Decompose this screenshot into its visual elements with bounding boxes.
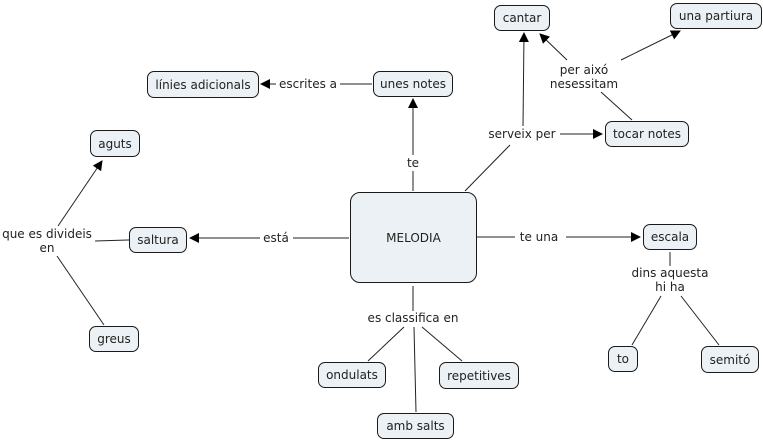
link-line <box>94 239 130 242</box>
concept-melodia[interactable]: MELODIA <box>350 192 477 283</box>
link-label-esta: está <box>260 231 292 245</box>
concept-greus[interactable]: greus <box>89 326 139 352</box>
link-arrow <box>620 30 681 61</box>
link-label-escrites-a: escrites a <box>275 77 341 91</box>
concept-semito[interactable]: semitó <box>701 346 759 373</box>
link-line <box>600 91 633 121</box>
link-label-per-aixo-nesessitam: per aixó nesessitam <box>546 63 622 91</box>
concept-cantar[interactable]: cantar <box>494 5 550 31</box>
link-line <box>56 255 105 326</box>
link-arrow <box>57 160 103 227</box>
link-label-te-una: te una <box>516 230 562 244</box>
link-arrow <box>518 32 529 127</box>
concept-linies-adicionals[interactable]: línies adicionals <box>147 71 259 98</box>
link-label-te: te <box>403 156 423 170</box>
link-label-que-es-divideis-en: que es divideis en <box>0 227 95 255</box>
link-arrow <box>539 33 568 61</box>
link-label-dins-aquesta-hi-ha: dins aquesta hi ha <box>628 266 712 294</box>
concept-to[interactable]: to <box>608 346 638 372</box>
concept-saltura[interactable]: saltura <box>129 227 187 253</box>
link-line <box>464 144 511 192</box>
link-line <box>680 295 720 346</box>
concept-ondulats[interactable]: ondulats <box>318 362 386 388</box>
concept-aguts[interactable]: aguts <box>90 130 140 157</box>
link-line <box>367 326 405 362</box>
concept-unes-notes[interactable]: unes notes <box>373 71 453 97</box>
link-line <box>631 295 662 346</box>
link-label-es-classifica-en: es classifica en <box>364 311 462 325</box>
link-label-serveix-per: serveix per <box>485 127 559 141</box>
concept-escala[interactable]: escala <box>643 224 697 250</box>
concept-una-partiura[interactable]: una partiura <box>670 3 762 29</box>
concept-tocar-notes[interactable]: tocar notes <box>605 121 689 147</box>
link-line <box>413 326 417 413</box>
link-line <box>421 326 463 362</box>
concept-amb-salts[interactable]: amb salts <box>377 413 454 439</box>
concept-repetitives[interactable]: repetitives <box>439 362 519 389</box>
